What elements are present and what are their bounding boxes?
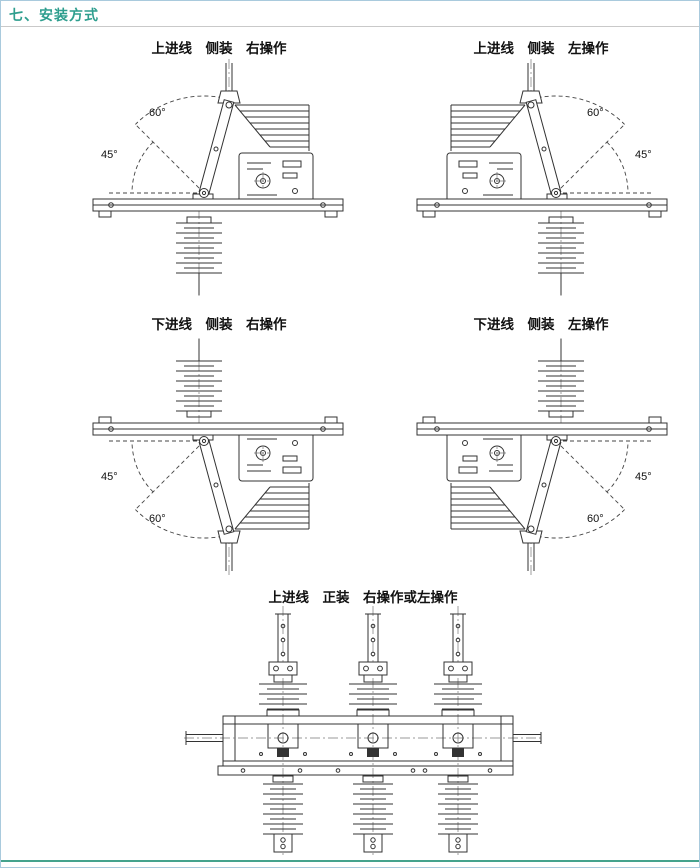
diagram-up-front: 上进线 正装 右操作或左操作 (173, 586, 553, 866)
angle-label-60: 60° (587, 107, 604, 119)
angle-label-45: 45° (635, 149, 652, 161)
footer-line (1, 860, 699, 862)
side-view-drawing (416, 335, 668, 575)
diagram-up-side-right: 上进线 侧装 右操作 60° 45° (79, 37, 359, 305)
angle-label-45: 45° (101, 471, 118, 483)
front-view-drawing (184, 606, 542, 856)
side-view-drawing (92, 335, 344, 575)
diagram-up-side-left: 上进线 侧装 左操作 60° 45° (401, 37, 681, 305)
angle-label-60: 60° (149, 107, 166, 119)
angle-label-45: 45° (635, 471, 652, 483)
diagram-down-side-left: 下进线 侧装 左操作 60° 45° (401, 313, 681, 581)
diagram-title: 上进线 侧装 右操作 (151, 41, 287, 56)
page-title: 七、安装方式 (9, 7, 99, 23)
diagram-down-side-right: 下进线 侧装 右操作 60° 45° (79, 313, 359, 581)
angle-label-60: 60° (587, 513, 604, 525)
diagram-title: 下进线 侧装 右操作 (151, 317, 287, 332)
diagram-title: 下进线 侧装 左操作 (473, 317, 609, 332)
side-view-drawing (92, 59, 344, 299)
angle-label-60: 60° (149, 513, 166, 525)
header-divider (1, 26, 699, 27)
diagram-title: 上进线 正装 右操作或左操作 (268, 590, 458, 605)
side-view-drawing (416, 59, 668, 299)
angle-label-45: 45° (101, 149, 118, 161)
diagram-title: 上进线 侧装 左操作 (473, 41, 609, 56)
